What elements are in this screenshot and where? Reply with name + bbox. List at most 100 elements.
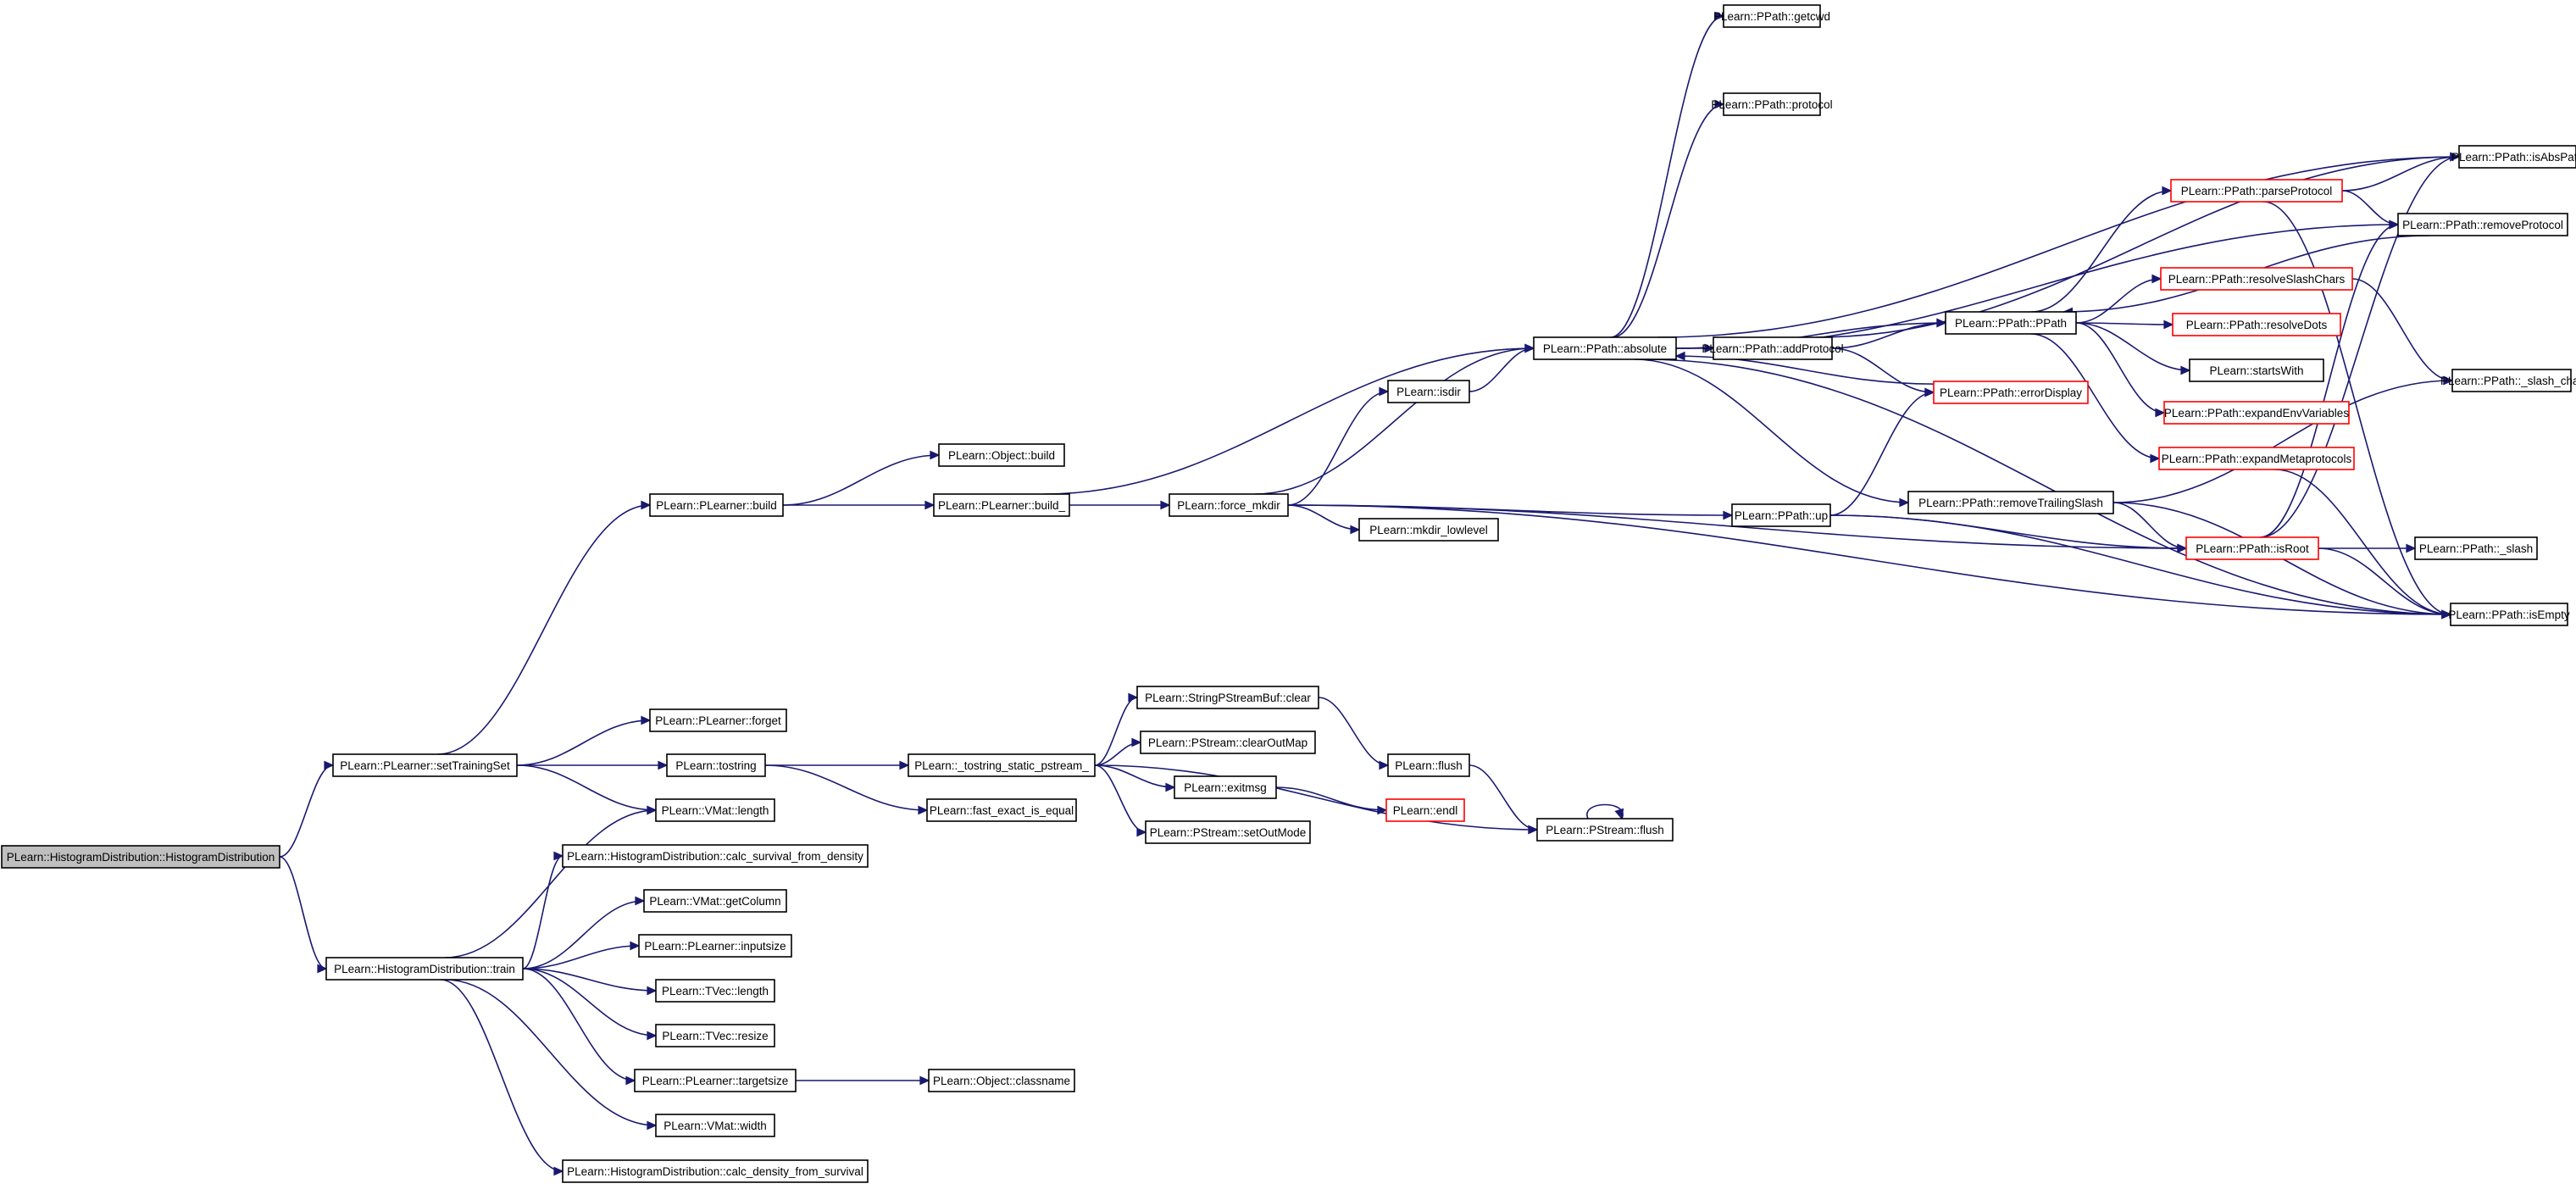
node-box bbox=[2458, 145, 2576, 169]
node-mkdirlow[interactable]: PLearn::mkdir_lowlevel bbox=[1358, 518, 1499, 542]
node-errordisplay[interactable]: PLearn::PPath::errorDisplay bbox=[1933, 381, 2089, 404]
node-flush[interactable]: PLearn::flush bbox=[1387, 753, 1470, 777]
node-clearoutmap[interactable]: PLearn::PStream::clearOutMap bbox=[1140, 731, 1316, 754]
node-label: PLearn::PStream::flush bbox=[1546, 824, 1664, 836]
edge-arrowhead bbox=[918, 805, 929, 815]
node-resolvedots[interactable]: PLearn::PPath::resolveDots bbox=[2172, 313, 2341, 336]
node-vmatlength[interactable]: PLearn::VMat::length bbox=[655, 798, 775, 822]
edge-arrowhead bbox=[2163, 319, 2174, 330]
node-setTrainingSet[interactable]: PLearn::PLearner::setTrainingSet bbox=[332, 753, 518, 777]
node-startswith[interactable]: PLearn::startsWith bbox=[2189, 358, 2324, 382]
node-inputsize[interactable]: PLearn::PLearner::inputsize bbox=[638, 934, 792, 958]
edge-arrowhead bbox=[658, 760, 669, 770]
node-label: PLearn::exitmsg bbox=[1184, 781, 1267, 794]
node-exitmsg[interactable]: PLearn::exitmsg bbox=[1174, 775, 1277, 799]
edge-arrowhead bbox=[1528, 825, 1539, 835]
node-label: PLearn::PPath::parseProtocol bbox=[2181, 185, 2333, 197]
node-label: PLearn::HistogramDistribution::calc_dens… bbox=[567, 1165, 863, 1178]
node-objbuild[interactable]: PLearn::Object::build bbox=[938, 443, 1065, 467]
node-targetsize[interactable]: PLearn::PLearner::targetsize bbox=[634, 1069, 797, 1092]
node-train[interactable]: PLearn::HistogramDistribution::train bbox=[325, 957, 524, 981]
node-up[interactable]: PLearn::PPath::up bbox=[1731, 503, 1831, 527]
node-box bbox=[655, 798, 775, 822]
edge-addprotocol-to-isabspath bbox=[1815, 152, 2461, 338]
edge-rts-to-slashchar bbox=[2112, 375, 2454, 503]
edge-arrowhead bbox=[1899, 497, 1910, 508]
node-vmatwidth[interactable]: PLearn::VMat::width bbox=[655, 1114, 775, 1137]
node-expandmeta[interactable]: PLearn::PPath::expandMetaprotocols bbox=[2158, 447, 2355, 470]
node-rts[interactable]: PLearn::PPath::removeTrailingSlash bbox=[1907, 491, 2114, 514]
node-isroot[interactable]: PLearn::PPath::isRoot bbox=[2185, 536, 2319, 560]
edge-arrowhead bbox=[2177, 543, 2188, 553]
node-calcsurv[interactable]: PLearn::HistogramDistribution::calc_surv… bbox=[562, 844, 869, 868]
node-tostring[interactable]: PLearn::tostring bbox=[666, 753, 766, 777]
node-removeprotocol[interactable]: PLearn::PPath::removeProtocol bbox=[2397, 213, 2568, 236]
node-forcemkdir[interactable]: PLearn::force_mkdir bbox=[1169, 493, 1289, 517]
node-tss[interactable]: PLearn::_tostring_static_pstream_ bbox=[908, 753, 1096, 777]
node-isdir[interactable]: PLearn::isdir bbox=[1387, 380, 1470, 403]
node-box bbox=[1945, 311, 2077, 335]
node-label: PLearn::PStream::setOutMode bbox=[1150, 826, 1307, 839]
node-tveclength[interactable]: PLearn::TVec::length bbox=[655, 979, 775, 1003]
edge-train-to-inputsize bbox=[522, 941, 641, 970]
node-protocol[interactable]: PLearn::PPath::protocol bbox=[1711, 92, 1833, 116]
node-box bbox=[1169, 493, 1289, 517]
node-addprotocol[interactable]: PLearn::PPath::addProtocol bbox=[1702, 336, 1844, 360]
node-label: PLearn::force_mkdir bbox=[1177, 499, 1280, 512]
edge-arrowhead bbox=[924, 500, 935, 510]
node-label: PLearn::HistogramDistribution::Histogram… bbox=[7, 851, 275, 864]
node-label: PLearn::TVec::length bbox=[662, 985, 769, 997]
edge-plbuild_-to-absolute bbox=[1044, 343, 1535, 495]
node-plbuild_[interactable]: PLearn::PLearner::build_ bbox=[933, 493, 1070, 517]
node-vmatgetcol[interactable]: PLearn::VMat::getColumn bbox=[643, 889, 787, 913]
edge-arrowhead bbox=[625, 1075, 636, 1086]
node-tvecresize[interactable]: PLearn::TVec::resize bbox=[655, 1024, 775, 1047]
node-getcwd[interactable]: PLearn::PPath::getcwd bbox=[1713, 4, 1830, 28]
node-isabspath[interactable]: PLearn::PPath::isAbsPath bbox=[2451, 145, 2576, 169]
node-label: PLearn::PPath::isRoot bbox=[2196, 542, 2309, 555]
node-classname[interactable]: PLearn::Object::classname bbox=[928, 1069, 1075, 1092]
edge-arrowhead bbox=[1674, 351, 1685, 361]
node-box bbox=[1723, 4, 1821, 28]
edge-arrowhead bbox=[2443, 375, 2454, 386]
node-slashchar[interactable]: PLearn::PPath::_slash_char bbox=[2440, 369, 2576, 392]
node-setoutmode[interactable]: PLearn::PStream::setOutMode bbox=[1145, 820, 1311, 844]
node-resolveslash[interactable]: PLearn::PPath::resolveSlashChars bbox=[2160, 267, 2353, 291]
node-psflush[interactable]: PLearn::PStream::flush bbox=[1536, 818, 1674, 842]
node-label: PLearn::PLearner::build_ bbox=[938, 499, 1066, 512]
node-endl[interactable]: PLearn::endl bbox=[1385, 798, 1465, 822]
edge-arrowhead bbox=[899, 760, 910, 770]
node-label: PLearn::VMat::width bbox=[663, 1120, 767, 1132]
node-plbuild[interactable]: PLearn::PLearner::build bbox=[649, 493, 784, 517]
node-slash[interactable]: PLearn::PPath::_slash bbox=[2414, 536, 2538, 560]
node-calcdens[interactable]: PLearn::HistogramDistribution::calc_dens… bbox=[562, 1159, 869, 1183]
node-isempty[interactable]: PLearn::PPath::isEmpty bbox=[2448, 603, 2570, 626]
node-label: PLearn::PPath::isEmpty bbox=[2448, 608, 2570, 621]
node-box bbox=[2172, 313, 2341, 336]
edge-arrowhead bbox=[553, 1166, 564, 1176]
edge-absolute-to-getcwd bbox=[1610, 11, 1725, 338]
edge-arrowhead bbox=[1379, 386, 1390, 397]
node-box bbox=[562, 1159, 869, 1183]
edge-train-to-tvecresize bbox=[522, 968, 658, 1041]
node-label: PLearn::PPath::expandMetaprotocols bbox=[2162, 453, 2352, 465]
edge-arrowhead bbox=[1524, 343, 1535, 353]
node-box bbox=[562, 844, 869, 868]
edge-arrowhead bbox=[1165, 782, 1176, 792]
node-ppath[interactable]: PLearn::PPath::PPath bbox=[1945, 311, 2077, 335]
node-label: PLearn::mkdir_lowlevel bbox=[1369, 524, 1488, 536]
node-plforget[interactable]: PLearn::PLearner::forget bbox=[649, 708, 787, 732]
edge-tss-to-exitmsg bbox=[1094, 764, 1176, 792]
node-expandenv[interactable]: PLearn::PPath::expandEnvVariables bbox=[2163, 401, 2350, 425]
node-parseprotocol[interactable]: PLearn::PPath::parseProtocol bbox=[2170, 179, 2343, 203]
node-absolute[interactable]: PLearn::PPath::absolute bbox=[1533, 336, 1677, 360]
edge-arrowhead bbox=[1714, 11, 1725, 21]
edge-arrowhead bbox=[1614, 808, 1624, 820]
node-box bbox=[643, 889, 787, 913]
node-box bbox=[938, 443, 1065, 467]
edge-arrowhead bbox=[1350, 525, 1361, 535]
edge-rts-to-isroot bbox=[2112, 502, 2188, 553]
node-fee[interactable]: PLearn::fast_exact_is_equal bbox=[926, 798, 1077, 822]
node-spbclear[interactable]: PLearn::StringPStreamBuf::clear bbox=[1136, 686, 1319, 709]
edge-layer bbox=[279, 11, 2461, 1176]
